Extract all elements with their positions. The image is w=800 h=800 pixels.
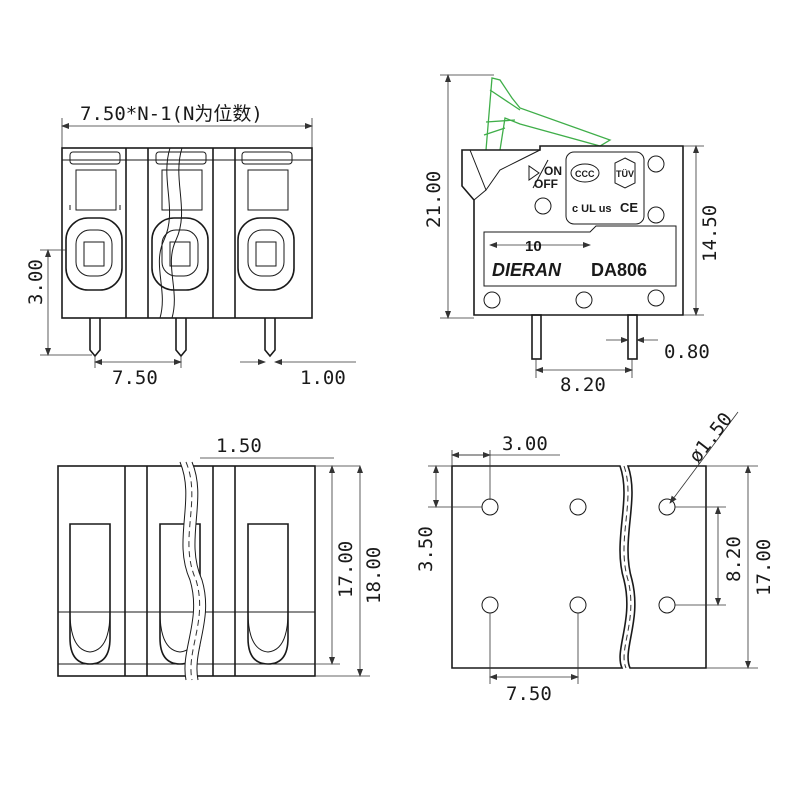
inner-height-label: 17.00 [335,541,357,598]
pcb-hole [569,498,587,516]
total-depth-label: 17.00 [753,539,775,596]
top-view: 1.50 17.00 18.00 [57,435,385,681]
pin-2 [175,318,187,358]
pin-1 [89,318,101,358]
name-panel [483,225,677,287]
pcb-layout-view: ø1.50 3.00 3.50 8.20 17.00 7.50 [415,408,775,705]
body-height-label: 14.50 [699,205,721,262]
pin-spacing-label: 8.20 [560,374,606,396]
off-label: OFF [534,177,558,191]
side-body-outline [461,145,684,316]
gap-label: 1.50 [216,435,262,457]
pcb-hole [481,498,499,516]
slot-1 [69,523,111,665]
pitch-label: 7.50 [112,367,158,389]
pin-3 [264,318,276,358]
hole-diameter-label: ø1.50 [685,408,738,467]
pcb-hole [481,596,499,614]
pcb-hole [658,596,676,614]
edge-offset-label: 3.50 [415,526,437,572]
ce-label: CE [620,200,638,215]
wire-entry-3 [237,217,295,291]
pin-width-label: 1.00 [300,367,346,389]
hole-offset-label: 3.00 [502,433,548,455]
side-view: ON OFF CCC TÜV c UL us CE 10 DIERAN DA80… [423,74,721,396]
wire-entry-1 [65,217,123,291]
lever-open-outline [485,77,612,151]
col-pitch-label: 7.50 [506,683,552,705]
side-pin-1 [531,314,542,360]
ul-label: c UL us [572,203,612,215]
pitch-formula-label: 7.50*N-1(N为位数) [80,103,263,125]
row-spacing-label: 8.20 [723,536,745,582]
side-pin-2 [627,314,638,360]
slot-3 [247,523,289,665]
outer-height-label: 18.00 [363,547,385,604]
model-label: DA806 [591,260,647,280]
front-body-outline [61,147,313,319]
pcb-hole [658,498,676,516]
panel-10-label: 10 [525,238,542,255]
pcb-outline-left [451,465,628,669]
wire-entry-2 [151,217,209,291]
pcb-hole [569,596,587,614]
pcb-outline-right [626,465,707,669]
ccc-label: CCC [575,169,595,179]
pin-thickness-label: 0.80 [664,341,710,363]
brand-label: DIERAN [492,260,562,280]
on-label: ON [544,164,562,178]
total-height-label: 21.00 [423,171,445,228]
height-3-label: 3.00 [25,259,47,305]
certification-panel [565,151,645,225]
tuv-mark [614,157,636,189]
tuv-label: TÜV [616,169,634,179]
ccc-mark [570,163,600,183]
front-view: 7.50*N-1(N为位数) [25,103,356,389]
